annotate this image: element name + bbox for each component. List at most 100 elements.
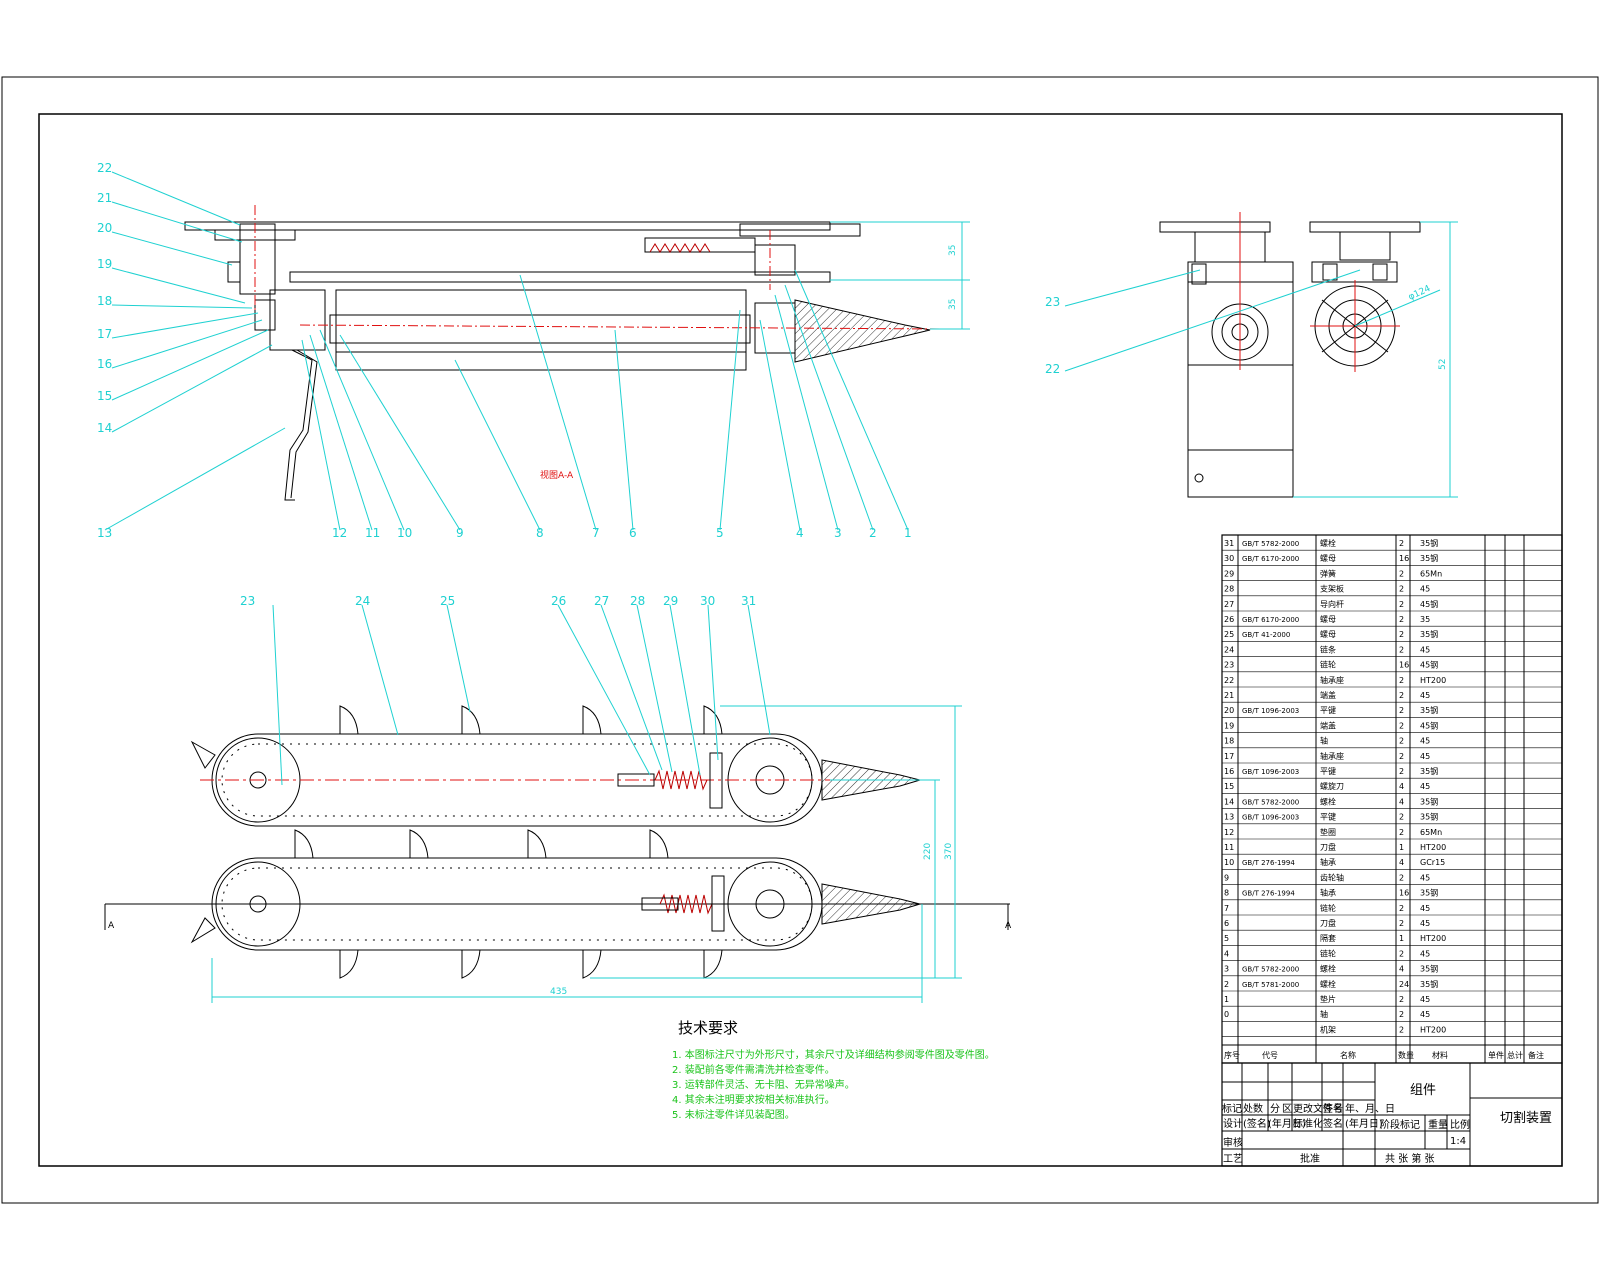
- parts-table-cell: 刀盘: [1320, 918, 1336, 928]
- callout-3: 3: [834, 526, 842, 540]
- tb-label-div: 分: [1270, 1103, 1280, 1115]
- callout-10: 10: [397, 526, 412, 540]
- tb-scale-label: 比例: [1450, 1118, 1470, 1131]
- parts-table-cell: 23: [1224, 661, 1234, 670]
- parts-table-cell: 螺栓: [1320, 979, 1336, 989]
- parts-table-cell: 35钢: [1420, 964, 1438, 974]
- parts-table-cell: 2: [1399, 737, 1404, 746]
- dim-35-b: 35: [948, 299, 958, 310]
- chain-view: A A: [104, 705, 1012, 979]
- tb-sheets: 共 张 第 张: [1385, 1152, 1435, 1165]
- parts-table-cell: GB/T 276-1994: [1242, 859, 1295, 867]
- parts-table-cell: 螺母: [1320, 629, 1336, 639]
- parts-table-header-cell: 单件: [1488, 1050, 1504, 1060]
- side-dim-height: 52: [1438, 359, 1448, 370]
- parts-table-cell: 平键: [1320, 705, 1336, 715]
- side-view: [1159, 212, 1421, 498]
- tb-stage: 阶段标记: [1380, 1118, 1420, 1131]
- callout-15: 15: [97, 389, 112, 403]
- parts-table-cell: 45: [1420, 919, 1430, 928]
- parts-table-cell: 8: [1224, 889, 1229, 898]
- parts-table-cell: 45: [1420, 949, 1430, 958]
- callout-21: 21: [97, 191, 112, 205]
- parts-table-cell: 螺旋刀: [1320, 781, 1344, 791]
- parts-table-cell: 齿轮轴: [1320, 872, 1344, 882]
- callout-8: 8: [536, 526, 544, 540]
- callout-20: 20: [97, 221, 112, 235]
- parts-table-cell: 2: [1399, 600, 1404, 609]
- tb-review: 审核: [1223, 1136, 1243, 1149]
- mid-callout-24: 24: [355, 594, 370, 608]
- parts-table-cell: 9: [1224, 873, 1229, 882]
- parts-table-cell: 65Mn: [1420, 828, 1442, 837]
- parts-table-cell: 2: [1399, 585, 1404, 594]
- parts-table-cell: 刀盘: [1320, 842, 1336, 852]
- parts-table-cell: 链条: [1320, 644, 1336, 654]
- parts-table-cell: 21: [1224, 691, 1234, 700]
- parts-table-cell: 2: [1399, 539, 1404, 548]
- parts-table-cell: 轴承: [1320, 857, 1336, 867]
- parts-table-cell: 18: [1224, 737, 1234, 746]
- parts-table-cell: 35钢: [1420, 705, 1438, 715]
- parts-table-cell: HT200: [1420, 1025, 1446, 1034]
- parts-table-cell: 端盖: [1320, 720, 1336, 730]
- parts-table-cell: GB/T 276-1994: [1242, 890, 1295, 898]
- parts-table-cell: 45: [1420, 904, 1430, 913]
- parts-table-cell: 11: [1224, 843, 1234, 852]
- parts-table-cell: 2: [1399, 828, 1404, 837]
- parts-table-cell: 2: [1399, 676, 1404, 685]
- parts-table-cell: 45: [1420, 585, 1430, 594]
- parts-table-cell: GB/T 5782-2000: [1242, 540, 1299, 548]
- parts-table-cell: 30: [1224, 554, 1234, 563]
- tb-label-sign: 签名: [1323, 1102, 1343, 1115]
- parts-table-cell: GB/T 5781-2000: [1242, 981, 1299, 989]
- parts-table-cell: 12: [1224, 828, 1234, 837]
- mid-leaders: [272, 604, 771, 786]
- callout-16: 16: [97, 357, 112, 371]
- parts-table-cell: GB/T 1096-2003: [1242, 707, 1299, 715]
- parts-table-cell: 35钢: [1420, 629, 1438, 639]
- tb-approve: 批准: [1300, 1152, 1320, 1165]
- parts-table-cell: 2: [1399, 813, 1404, 822]
- mid-callout-26: 26: [551, 594, 566, 608]
- parts-table-cell: 16: [1399, 661, 1409, 670]
- parts-table-header-cell: 名称: [1340, 1050, 1356, 1060]
- parts-table-cell: 1: [1399, 934, 1404, 943]
- top-section-view: 视图A-A: [184, 205, 941, 501]
- title-block: 标记 处数 分 区 更改文件号 签名 年、月、日 设计 (签名) (年月日) 标…: [1221, 1062, 1563, 1167]
- mid-callout-29: 29: [663, 594, 678, 608]
- parts-table-cell: 2: [1399, 630, 1404, 639]
- tb-scale: 1:4: [1450, 1136, 1466, 1147]
- tech-line-5: 5. 未标注零件详见装配图。: [672, 1108, 795, 1121]
- parts-table-cell: 10: [1224, 858, 1234, 867]
- parts-table-cell: 16: [1399, 889, 1409, 898]
- parts-table-cell: 3: [1224, 965, 1229, 974]
- mid-callout-25: 25: [440, 594, 455, 608]
- parts-table-cell: 2: [1399, 919, 1404, 928]
- tech-line-2: 2. 装配前各零件需清洗并检查零件。: [672, 1063, 835, 1076]
- parts-table-cell: 17: [1224, 752, 1234, 761]
- parts-table-cell: 45钢: [1420, 660, 1438, 670]
- side-dim-dia: φ124: [1407, 284, 1432, 303]
- parts-table-cell: 2: [1224, 980, 1229, 989]
- tb-label-mark: 标记: [1222, 1103, 1242, 1115]
- callout-7: 7: [592, 526, 600, 540]
- parts-table-cell: 14: [1224, 797, 1234, 806]
- parts-table-cell: 轴承座: [1320, 675, 1344, 685]
- parts-table-cell: 6: [1224, 919, 1229, 928]
- parts-table-cell: 45: [1420, 1010, 1430, 1019]
- parts-table-cell: 轴承: [1320, 888, 1336, 898]
- parts-table-cell: 45: [1420, 645, 1430, 654]
- parts-table-cell: 端盖: [1320, 690, 1336, 700]
- parts-table-cell: 2: [1399, 752, 1404, 761]
- parts-table-cell: 16: [1399, 554, 1409, 563]
- parts-table-header-cell: 总计: [1507, 1050, 1523, 1060]
- parts-table-cell: GB/T 1096-2003: [1242, 768, 1299, 776]
- parts-table-cell: 2: [1399, 706, 1404, 715]
- tb-assembly: 组件: [1410, 1083, 1436, 1098]
- mid-callout-27: 27: [594, 594, 609, 608]
- mid-dim-h1: 220: [923, 843, 933, 860]
- mid-callout-23: 23: [240, 594, 255, 608]
- parts-table-cell: 平键: [1320, 766, 1336, 776]
- section-note: 视图A-A: [540, 469, 574, 481]
